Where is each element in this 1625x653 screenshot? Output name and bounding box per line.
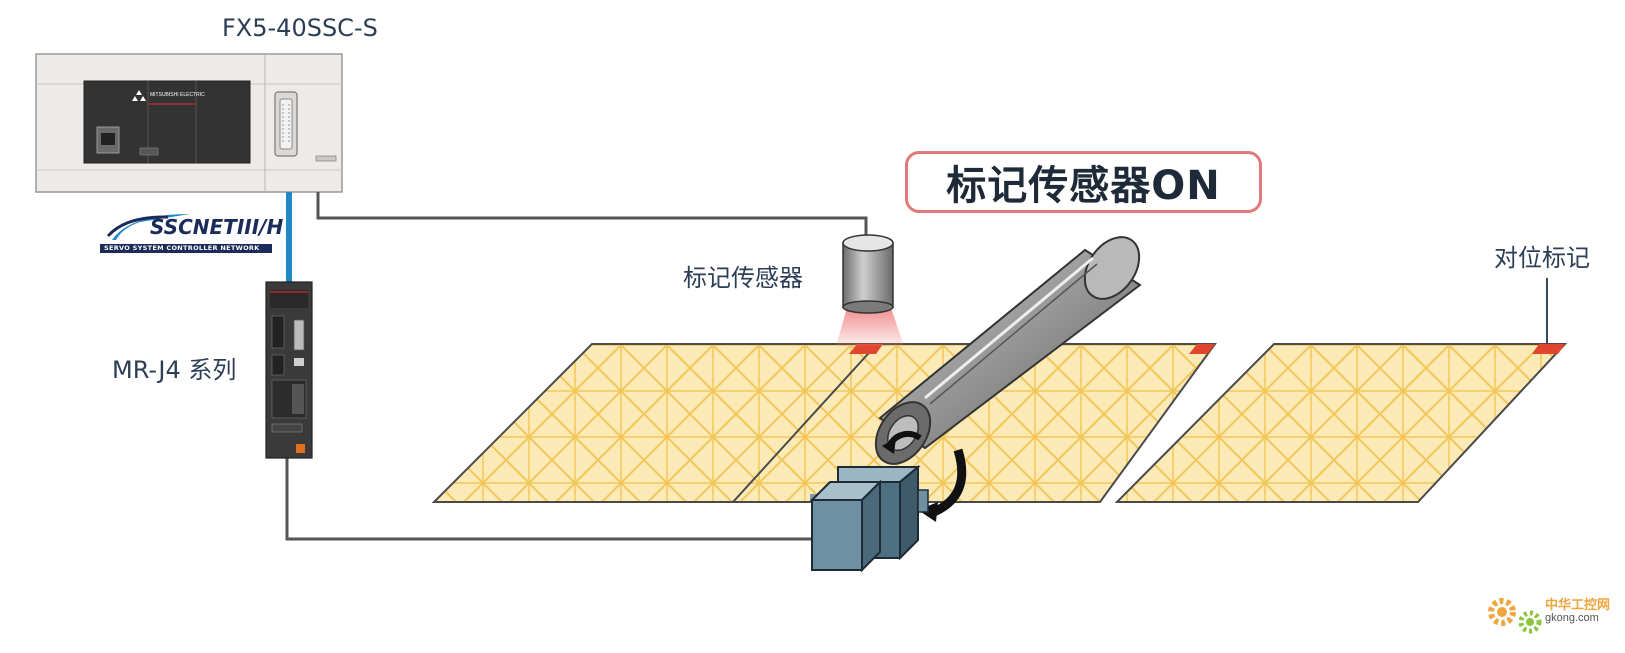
- callout-text: 标记传感器ON: [946, 163, 1221, 209]
- feed-roller: [874, 236, 1142, 522]
- sensor-cable: [316, 192, 868, 236]
- sscnet-logo-subtitle: SERVO SYSTEM CONTROLLER NETWORK: [104, 244, 260, 252]
- watermark-url: gkong.com: [1545, 612, 1599, 624]
- registration-mark-2: [1189, 344, 1215, 354]
- plc-brand-text: MITSUBISHI ELECTRIC: [150, 92, 205, 98]
- servo-series-label: MR-J4 系列: [112, 356, 237, 384]
- plc-unit: MITSUBISHI ELECTRIC: [35, 53, 343, 193]
- registration-mark-3: [1532, 344, 1565, 354]
- registration-mark-1: [849, 344, 883, 354]
- motor-cable: [285, 458, 822, 541]
- servo-motor: [809, 464, 929, 573]
- sensor-beam: [836, 308, 904, 346]
- sscnet-logo: [100, 214, 272, 253]
- watermark-cn: 中华工控网: [1545, 597, 1611, 612]
- sensor-on-callout: 标记传感器ON: [905, 151, 1262, 213]
- registration-mark-label: 对位标记: [1494, 244, 1590, 272]
- sscnet-logo-text: SSCNETIII/H: [150, 215, 284, 239]
- mark-sensor: [836, 234, 904, 346]
- sensor-label: 标记传感器: [683, 264, 803, 292]
- servo-amplifier: [265, 281, 313, 459]
- plc-model-label: FX5-40SSC-S: [222, 14, 378, 42]
- mitsubishi-logo-icon: [132, 90, 146, 101]
- gear-icon: [1488, 598, 1542, 634]
- rotation-arrow-icon: [931, 448, 967, 517]
